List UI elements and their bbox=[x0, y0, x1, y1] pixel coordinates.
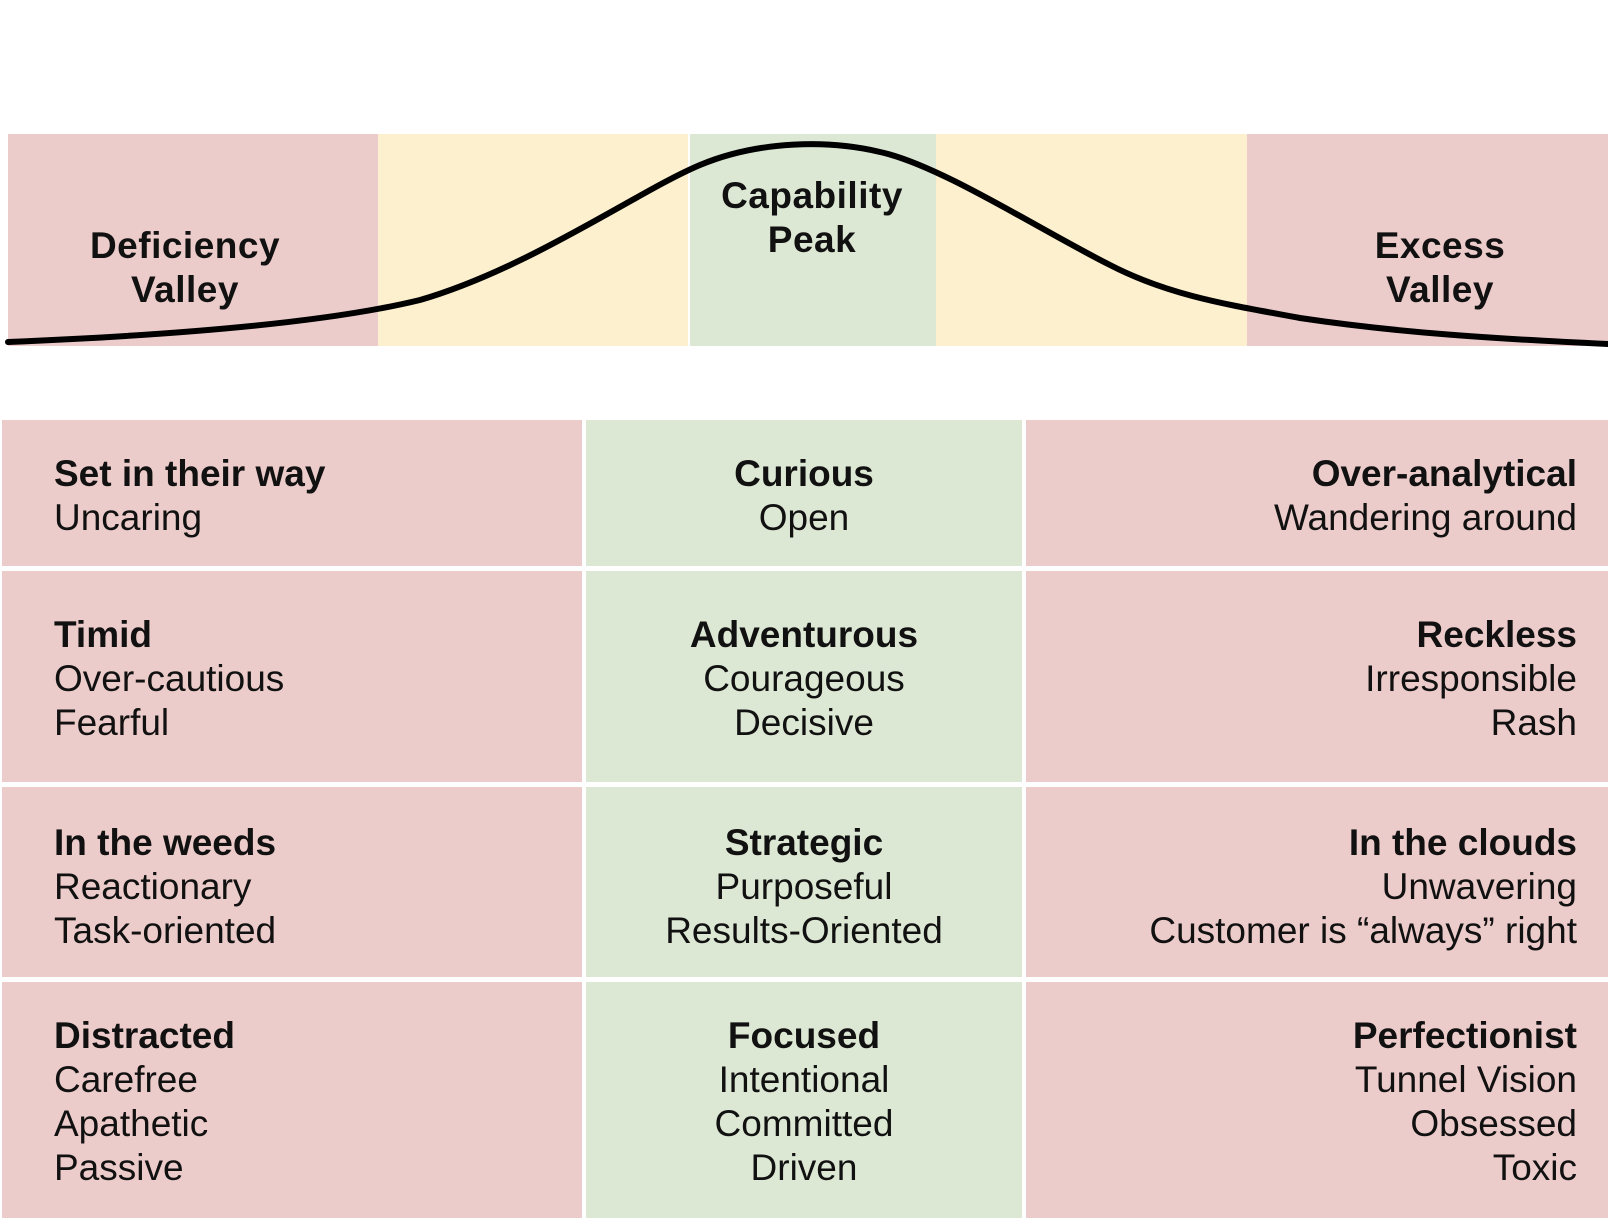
peak-label-line2: Peak bbox=[767, 219, 857, 260]
cell-text: Fearful bbox=[54, 702, 170, 743]
peak-label-line1: Capability bbox=[721, 175, 903, 216]
excess-label-line1: Excess bbox=[1374, 225, 1506, 266]
cell-text: Committed bbox=[714, 1103, 894, 1144]
cell-text: Reactionary bbox=[54, 866, 252, 907]
deficiency-label-line1: Deficiency bbox=[89, 225, 281, 266]
cell-text: Over-cautious bbox=[54, 658, 285, 699]
cell-title: Reckless bbox=[1416, 614, 1577, 655]
deficiency-label-line2: Valley bbox=[131, 269, 239, 310]
table-row-1-excess-cell: Over-analytical Wandering around bbox=[1026, 420, 1608, 566]
cell-title: Focused bbox=[727, 1015, 881, 1056]
cell-text: Passive bbox=[54, 1147, 184, 1188]
cell-text: Uncaring bbox=[54, 497, 203, 538]
cell-text: Toxic bbox=[1492, 1147, 1577, 1188]
cell-title: In the weeds bbox=[54, 822, 277, 863]
cell-title: Over-analytical bbox=[1311, 453, 1577, 494]
table-row-4-excess-cell: Perfectionist Tunnel Vision Obsessed Tox… bbox=[1026, 982, 1608, 1218]
cell-text: Wandering around bbox=[1273, 497, 1577, 538]
cell-text: Purposeful bbox=[715, 866, 893, 907]
bell-curve bbox=[5, 141, 1608, 347]
cell-text: Obsessed bbox=[1410, 1103, 1577, 1144]
table-row-3-peak-cell: Strategic Purposeful Results-Oriented bbox=[586, 787, 1022, 977]
cell-text: Task-oriented bbox=[54, 910, 277, 951]
table-row-2-peak-cell: Adventurous Courageous Decisive bbox=[586, 571, 1022, 782]
table-row-3-deficiency-cell: In the weeds Reactionary Task-oriented bbox=[2, 787, 582, 977]
cell-text: Decisive bbox=[734, 702, 874, 743]
excess-zone-band bbox=[1247, 134, 1608, 346]
cell-text: Unwavering bbox=[1381, 866, 1577, 907]
table-row-2-excess-cell: Reckless Irresponsible Rash bbox=[1026, 571, 1608, 782]
cell-text: Irresponsible bbox=[1365, 658, 1577, 699]
cell-title: Strategic bbox=[724, 822, 884, 863]
table-row-2-deficiency-cell: Timid Over-cautious Fearful bbox=[2, 571, 582, 782]
cell-text: Driven bbox=[750, 1147, 858, 1188]
table-row-1-deficiency-cell: Set in their way Uncaring bbox=[2, 420, 582, 566]
cell-title: Set in their way bbox=[54, 453, 326, 494]
cell-text: Intentional bbox=[718, 1059, 890, 1100]
excess-label-line2: Valley bbox=[1386, 269, 1494, 310]
excess-transition-band bbox=[936, 134, 1247, 346]
table-row-1-peak-cell: Curious Open bbox=[586, 420, 1022, 566]
deficiency-valley-label: Deficiency Valley bbox=[70, 224, 300, 312]
peak-zone-band bbox=[690, 134, 936, 346]
cell-title: Timid bbox=[54, 614, 152, 655]
bell-curve-line bbox=[5, 141, 1608, 347]
cell-text: Customer is “always” right bbox=[1149, 910, 1577, 951]
table-row-3-excess-cell: In the clouds Unwavering Customer is “al… bbox=[1026, 787, 1608, 977]
table-row-4-peak-cell: Focused Intentional Committed Driven bbox=[586, 982, 1022, 1218]
table-row-4-deficiency-cell: Distracted Carefree Apathetic Passive bbox=[2, 982, 582, 1218]
cell-title: Adventurous bbox=[689, 614, 919, 655]
cell-title: Perfectionist bbox=[1352, 1015, 1577, 1056]
cell-text: Rash bbox=[1490, 702, 1577, 743]
cell-title: Curious bbox=[734, 453, 874, 494]
cell-text: Tunnel Vision bbox=[1354, 1059, 1577, 1100]
deficiency-zone-band bbox=[8, 134, 378, 346]
cell-text: Results-Oriented bbox=[665, 910, 943, 951]
cell-text: Carefree bbox=[54, 1059, 198, 1100]
cell-title: In the clouds bbox=[1348, 822, 1577, 863]
cell-text: Open bbox=[758, 497, 850, 538]
cell-text: Courageous bbox=[703, 658, 905, 699]
excess-valley-label: Excess Valley bbox=[1330, 224, 1550, 312]
cell-text: Apathetic bbox=[54, 1103, 209, 1144]
cell-title: Distracted bbox=[54, 1015, 235, 1056]
capability-peak-label: Capability Peak bbox=[700, 174, 924, 262]
deficiency-transition-band bbox=[378, 134, 688, 346]
